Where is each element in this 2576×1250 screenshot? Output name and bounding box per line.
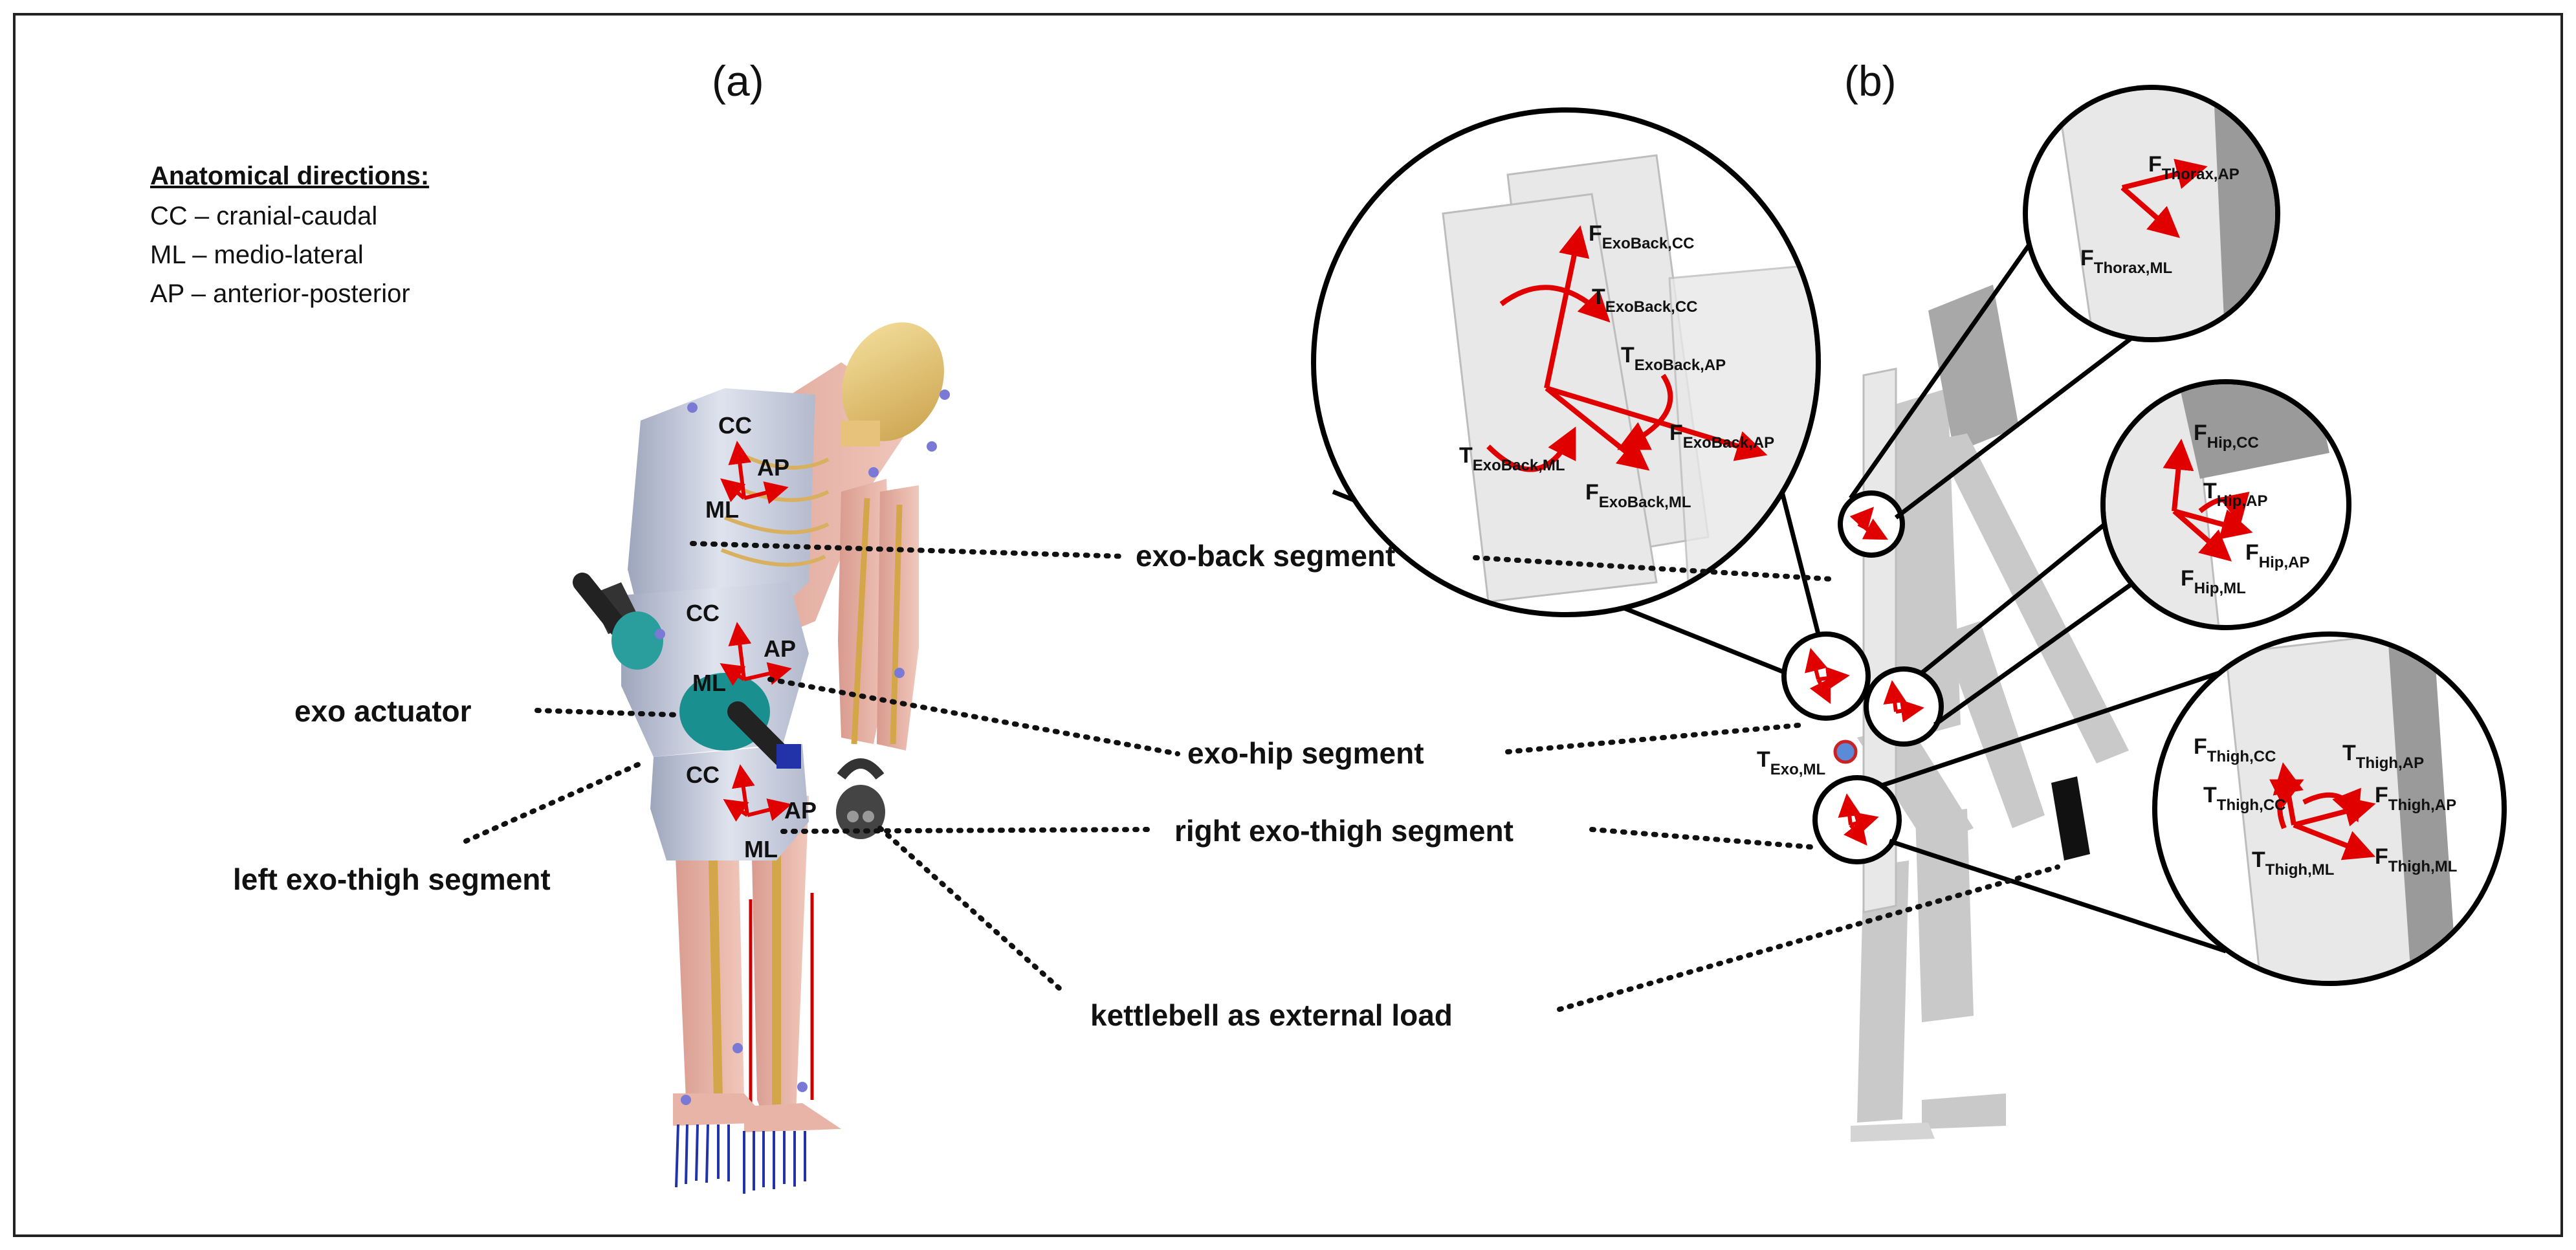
axis-label-ap-thigh: AP	[784, 797, 817, 824]
zoom-thigh: FThigh,CC TThigh,AP TThigh,CC FThigh,AP …	[2152, 631, 2507, 986]
sym-f-exoback-ml: FExoBack,ML	[1585, 480, 1691, 511]
leader-lines	[463, 541, 2060, 1012]
axis-label-cc-back: CC	[718, 412, 752, 439]
axis-label-ap-back: AP	[757, 454, 789, 481]
sym-f-thorax-ap: FThorax,AP	[2148, 152, 2240, 183]
legend-item-ap: AP – anterior-posterior	[150, 280, 410, 308]
panel-label-b: (b)	[1844, 57, 1897, 105]
axis-label-cc-thigh: CC	[686, 762, 720, 788]
label-exo-hip-segment: exo-hip segment	[1187, 736, 1424, 770]
label-left-exo-thigh-segment: left exo-thigh segment	[233, 862, 551, 896]
label-right-exo-thigh-segment: right exo-thigh segment	[1174, 814, 1514, 848]
zoom-circle-thorax	[1838, 490, 1905, 558]
sym-f-exoback-cc: FExoBack,CC	[1589, 221, 1695, 252]
sym-t-hip-ap: THip,AP	[2203, 479, 2267, 510]
panel-label-a: (a)	[712, 57, 764, 105]
legend-item-cc: CC – cranial-caudal	[150, 202, 377, 230]
zoom-exo-back: FExoBack,CC TExoBack,CC TExoBack,AP FExo…	[1311, 107, 1821, 617]
label-kettlebell-external-load: kettlebell as external load	[1090, 998, 1453, 1032]
anatomical-legend: Anatomical directions: CC – cranial-caud…	[150, 162, 429, 308]
zoom-circle-thigh	[1812, 775, 1902, 864]
sym-t-exoback-cc: TExoBack,CC	[1592, 285, 1698, 316]
axes-exo-back: CC AP ML	[705, 412, 789, 523]
axis-label-ml-thigh: ML	[744, 836, 778, 862]
sym-f-thigh-ml: FThigh,ML	[2375, 844, 2457, 875]
mini-arrows	[1805, 507, 1924, 846]
sym-f-hip-ap: FHip,AP	[2245, 540, 2309, 571]
label-exo-back-segment: exo-back segment	[1136, 539, 1395, 573]
axes-exo-hip: CC AP ML	[686, 600, 796, 696]
musculoskeletal-model-illustration	[573, 322, 950, 1194]
sym-t-thigh-ml: TThigh,ML	[2252, 848, 2334, 879]
sym-t-exo-ml: TExo,ML	[1757, 747, 1825, 778]
sym-f-thorax-ml: FThorax,ML	[2080, 246, 2172, 277]
sym-f-thigh-cc: FThigh,CC	[2194, 734, 2276, 765]
axis-label-ap-hip: AP	[764, 635, 796, 662]
legend-item-ml: ML – medio-lateral	[150, 241, 364, 269]
kettlebell-block	[2051, 776, 2090, 861]
sym-t-thigh-ap: TThigh,AP	[2342, 741, 2424, 772]
zoom-circle-exo-back	[1781, 631, 1871, 721]
actuator-marker	[1833, 740, 1858, 764]
sym-t-exoback-ml: TExoBack,ML	[1459, 443, 1565, 474]
zoom-thorax: FThorax,AP FThorax,ML	[2023, 85, 2280, 342]
legend-title: Anatomical directions:	[150, 162, 429, 190]
axis-label-ml-hip: ML	[692, 670, 726, 696]
sym-t-exoback-ap: TExoBack,AP	[1621, 343, 1726, 374]
label-exo-actuator: exo actuator	[294, 694, 472, 728]
sym-t-thigh-cc: TThigh,CC	[2203, 783, 2285, 814]
axis-label-cc-hip: CC	[686, 600, 720, 626]
sym-f-thigh-ap: FThigh,AP	[2375, 783, 2456, 814]
sym-f-hip-cc: FHip,CC	[2194, 421, 2259, 452]
axis-label-ml-back: ML	[705, 496, 739, 523]
zoom-hip: FHip,CC THip,AP FHip,AP FHip,ML	[2100, 379, 2351, 630]
figure-frame	[13, 13, 2563, 1237]
kettlebell-icon	[836, 758, 885, 839]
axes-exo-thigh: CC AP ML	[686, 762, 817, 862]
zoom-circle-hip	[1864, 666, 1944, 747]
sym-f-hip-ml: FHip,ML	[2181, 566, 2246, 597]
sym-f-exoback-ap: FExoBack,AP	[1669, 421, 1774, 452]
